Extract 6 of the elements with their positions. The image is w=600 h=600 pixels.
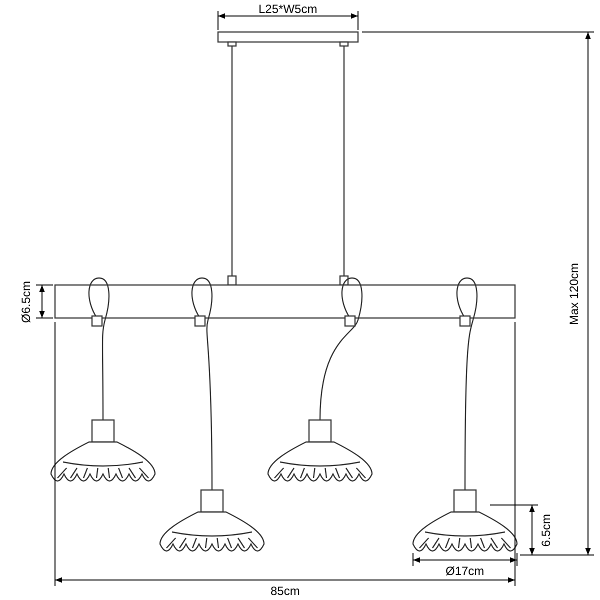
dimension-label: Ø17cm: [446, 564, 484, 578]
dimension-label: Ø6.5cm: [19, 281, 33, 324]
dimension-label: Max 120cm: [567, 263, 581, 326]
dimension-label: 6.5cm: [539, 514, 553, 546]
dimension-label: L25*W5cm: [258, 2, 318, 16]
dimension-label: 85cm: [270, 584, 300, 598]
